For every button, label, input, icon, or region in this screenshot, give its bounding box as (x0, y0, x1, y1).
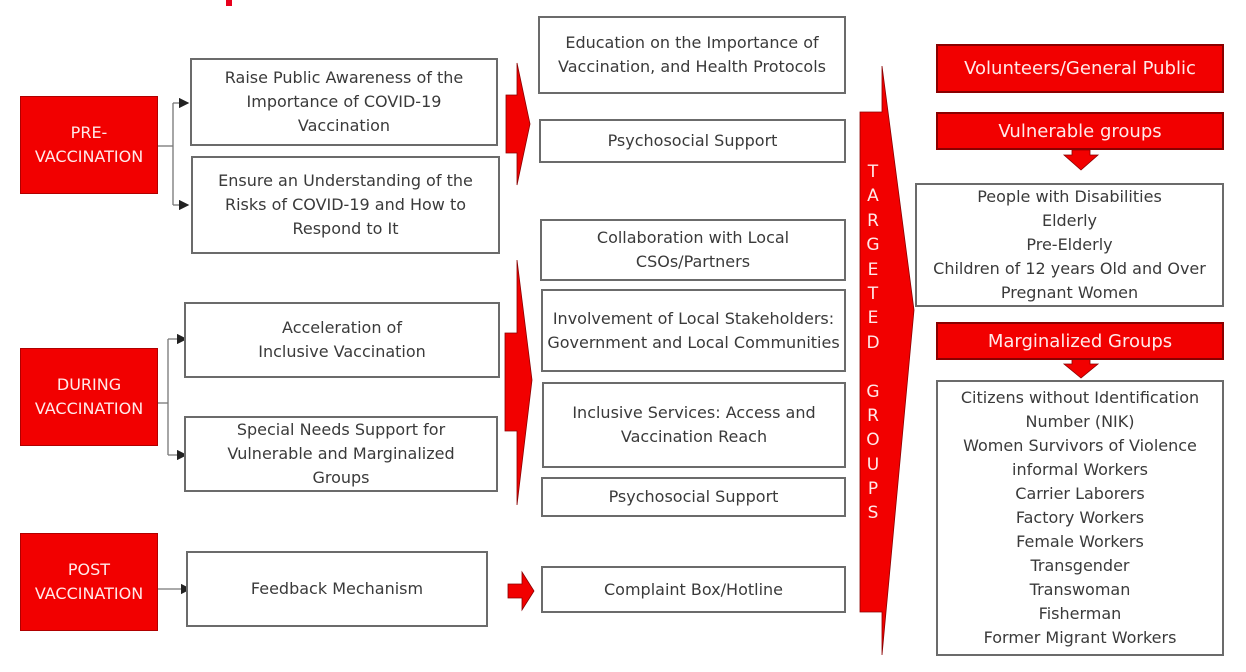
objective-text: Feedback Mechanism (250, 579, 424, 598)
activity-text: Education on the Importance of Vaccinati… (558, 33, 826, 76)
list-item: Number (NIK) (1025, 412, 1135, 431)
objective-special-needs: Special Needs Support for Vulnerable and… (184, 416, 498, 492)
list-item: Carrier Laborers (1015, 484, 1145, 503)
letter: O (866, 430, 880, 451)
letter: G (866, 235, 880, 256)
group-title: Volunteers/General Public (964, 58, 1196, 79)
list-item: Citizens without Identification (960, 388, 1200, 407)
letter: S (867, 503, 879, 524)
group-marginalized-header: Marginalized Groups (936, 322, 1224, 360)
phase-label-line: POST (67, 560, 111, 579)
list-item: Former Migrant Workers (983, 628, 1177, 647)
activity-text: Complaint Box/Hotline (604, 579, 783, 599)
activity-complaint-box: Complaint Box/Hotline (541, 566, 846, 613)
letter: U (866, 454, 880, 475)
title-fragment (226, 0, 232, 6)
activity-text: Collaboration with Local CSOs/Partners (596, 228, 790, 271)
pre-block-arrow (505, 62, 531, 186)
letter: E (867, 308, 879, 329)
list-item: Pre-Elderly (1026, 235, 1113, 254)
pre-connector (157, 97, 190, 211)
vulnerable-groups-list: People with Disabilities Elderly Pre-Eld… (915, 183, 1224, 307)
letter: T (867, 162, 879, 182)
activity-text: Involvement of Local Stakeholders: Gover… (547, 308, 840, 352)
objective-text: Raise Public Awareness of the Importance… (224, 68, 464, 135)
objective-text: Ensure an Understanding of the Risks of … (218, 171, 473, 238)
post-block-arrow (507, 570, 535, 612)
activity-text: Psychosocial Support (608, 487, 779, 506)
list-item: Women Survivors of Violence (963, 436, 1197, 455)
activity-collaboration: Collaboration with Local CSOs/Partners (540, 219, 846, 281)
list-item: Fisherman (1038, 604, 1122, 623)
letter: T (867, 283, 879, 304)
objective-text: Special Needs Support for Vulnerable and… (227, 420, 455, 487)
group-vulnerable-header: Vulnerable groups (936, 112, 1224, 150)
activity-inclusive-services: Inclusive Services: Access and Vaccinati… (542, 382, 846, 468)
activity-stakeholders: Involvement of Local Stakeholders: Gover… (541, 289, 846, 372)
vulnerable-down-arrow (1062, 149, 1100, 171)
group-title: Vulnerable groups (998, 120, 1162, 142)
letter: R (867, 405, 879, 426)
list-item: Transgender (1030, 556, 1130, 575)
list-item: Children of 12 years Old and Over (933, 259, 1206, 278)
letter: G (866, 381, 880, 402)
activity-psychosocial-during: Psychosocial Support (541, 477, 846, 517)
during-block-arrow (504, 259, 533, 506)
activity-psychosocial-pre: Psychosocial Support (539, 119, 846, 163)
objective-raise-awareness: Raise Public Awareness of the Importance… (190, 58, 498, 146)
phase-post-vaccination: POST VACCINATION (20, 533, 158, 631)
list-item: People with Disabilities (977, 187, 1162, 206)
phase-label-line: VACCINATION (34, 147, 144, 166)
letter: P (867, 479, 879, 500)
group-title: Marginalized Groups (987, 330, 1173, 352)
letter: R (867, 210, 879, 231)
letter: D (866, 332, 880, 353)
activity-education: Education on the Importance of Vaccinati… (538, 16, 846, 94)
objective-text: Acceleration of Inclusive Vaccination (258, 318, 426, 361)
list-item: Elderly (1041, 211, 1098, 230)
phase-during-vaccination: DURING VACCINATION (20, 348, 158, 446)
marginalized-down-arrow (1062, 358, 1100, 379)
marginalized-groups-list: Citizens without Identification Number (… (936, 380, 1224, 656)
targeted-groups-arrow (859, 65, 915, 656)
targeted-groups-label: T A R G E T E D G R O U P S (862, 160, 884, 526)
list-item: informal Workers (1012, 460, 1148, 479)
list-item: Transwoman (1029, 580, 1131, 599)
phase-label-line: PRE- (70, 123, 108, 142)
phase-label-line: VACCINATION (34, 584, 144, 603)
letter: A (867, 186, 879, 207)
during-connector (157, 333, 188, 461)
letter: E (867, 259, 879, 280)
activity-text: Psychosocial Support (607, 131, 778, 150)
phase-pre-vaccination: PRE- VACCINATION (20, 96, 158, 194)
objective-feedback: Feedback Mechanism (186, 551, 488, 627)
activity-text: Inclusive Services: Access and Vaccinati… (572, 403, 816, 446)
group-general-public: Volunteers/General Public (936, 44, 1224, 93)
list-item: Female Workers (1016, 532, 1144, 551)
list-item: Pregnant Women (1000, 283, 1139, 302)
phase-label-line: VACCINATION (34, 399, 144, 418)
list-item: Factory Workers (1015, 508, 1145, 527)
objective-acceleration: Acceleration of Inclusive Vaccination (184, 302, 500, 378)
phase-label-line: DURING (56, 375, 122, 394)
objective-understand-risks: Ensure an Understanding of the Risks of … (191, 156, 500, 254)
